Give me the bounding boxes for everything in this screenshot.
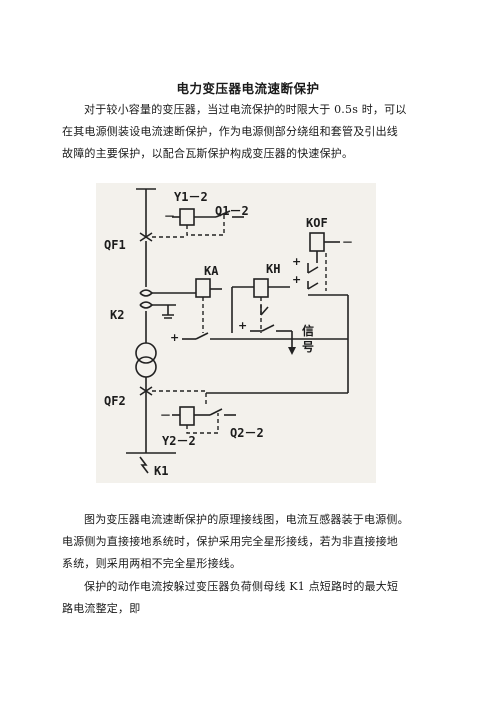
transformer-secondary	[135, 356, 157, 378]
ground-symbol	[162, 305, 174, 319]
circuit-diagram: QF1 Y1－2 Q1－2 － KOF － + +	[104, 188, 353, 478]
q2-mechanical-link	[186, 413, 219, 434]
text-line: 保护的动作电流按躲过变压器负荷侧母线 K1 点短路时的最大短	[84, 580, 399, 593]
plus-sign: +	[292, 255, 301, 268]
paragraph-figure-description: 图为变压器电流速断保护的原理接线图，电流互感器装于电源侧。 电源侧为直接接地系统…	[62, 509, 444, 575]
minus-sign: －	[164, 210, 175, 223]
kof-contact	[307, 266, 319, 274]
text-line: 在其电源侧装设电流速断保护，作为电源侧部分绕组和套管及引出线	[62, 125, 398, 138]
qf2-label: QF2	[104, 394, 126, 408]
y2-label: Y2－2	[162, 434, 196, 448]
y2-coil	[179, 406, 195, 426]
kh-contact	[260, 306, 269, 316]
text-line: 电源侧为直接接地系统时，保护采用完全星形接线，若为非直接接地	[62, 535, 398, 548]
text-line: 故障的主要保护，以配合瓦斯保护构成变压器的快速保护。	[62, 147, 354, 160]
q1-contact	[215, 210, 231, 218]
signal-label-top: 信	[302, 323, 314, 338]
transformer-primary	[135, 342, 157, 364]
signal-arrow-icon	[288, 347, 296, 355]
kof-coil	[309, 232, 325, 252]
ka-label: KA	[204, 264, 219, 278]
y1-coil	[179, 208, 195, 226]
paragraph-setting: 保护的动作电流按躲过变压器负荷侧母线 K1 点短路时的最大短 路电流整定，即	[62, 576, 444, 620]
signal-label-bottom: 号	[302, 339, 314, 354]
minus-sign: －	[342, 236, 353, 249]
text-line: 系统，则采用两相不完全星形接线。	[62, 557, 242, 570]
kof-label: KOF	[306, 216, 328, 230]
plus-sign: +	[292, 273, 301, 286]
kof-contact	[307, 282, 319, 290]
qf1-label: QF1	[104, 238, 126, 252]
y1-label: Y1－2	[174, 190, 208, 204]
kh-label: KH	[266, 262, 280, 276]
plus-sign: +	[238, 319, 247, 332]
text-line: 对于较小容量的变压器，当过电流保护的时限大于 0.5s 时，可以	[84, 103, 407, 116]
document-title: 电力变压器电流速断保护	[176, 81, 320, 96]
plus-sign: +	[170, 331, 179, 344]
qf2-breaker-symbol	[139, 386, 153, 396]
text-line: 图为变压器电流速断保护的原理接线图，电流互感器装于电源侧。	[84, 513, 409, 526]
q2-label: Q2－2	[230, 426, 264, 440]
kh-coil	[253, 278, 269, 298]
paragraph-intro: 对于较小容量的变压器，当过电流保护的时限大于 0.5s 时，可以 在其电源侧装设…	[62, 99, 444, 165]
ka-contact	[195, 332, 209, 340]
kh-signal-contact	[261, 324, 275, 332]
ka-coil	[195, 278, 211, 298]
k1-label: K1	[154, 464, 168, 478]
text-line: 路电流整定，即	[62, 602, 141, 615]
current-transformer	[139, 289, 154, 309]
qf1-breaker-symbol	[139, 232, 153, 242]
minus-sign: －	[160, 409, 171, 422]
k2-label: K2	[110, 308, 124, 322]
qf2-link	[152, 390, 207, 407]
circuit-diagram-figure: QF1 Y1－2 Q1－2 － KOF － + +	[96, 183, 376, 483]
k1-fault-symbol	[139, 456, 149, 474]
q2-contact	[209, 408, 223, 416]
q1-mechanical-link	[186, 215, 225, 236]
